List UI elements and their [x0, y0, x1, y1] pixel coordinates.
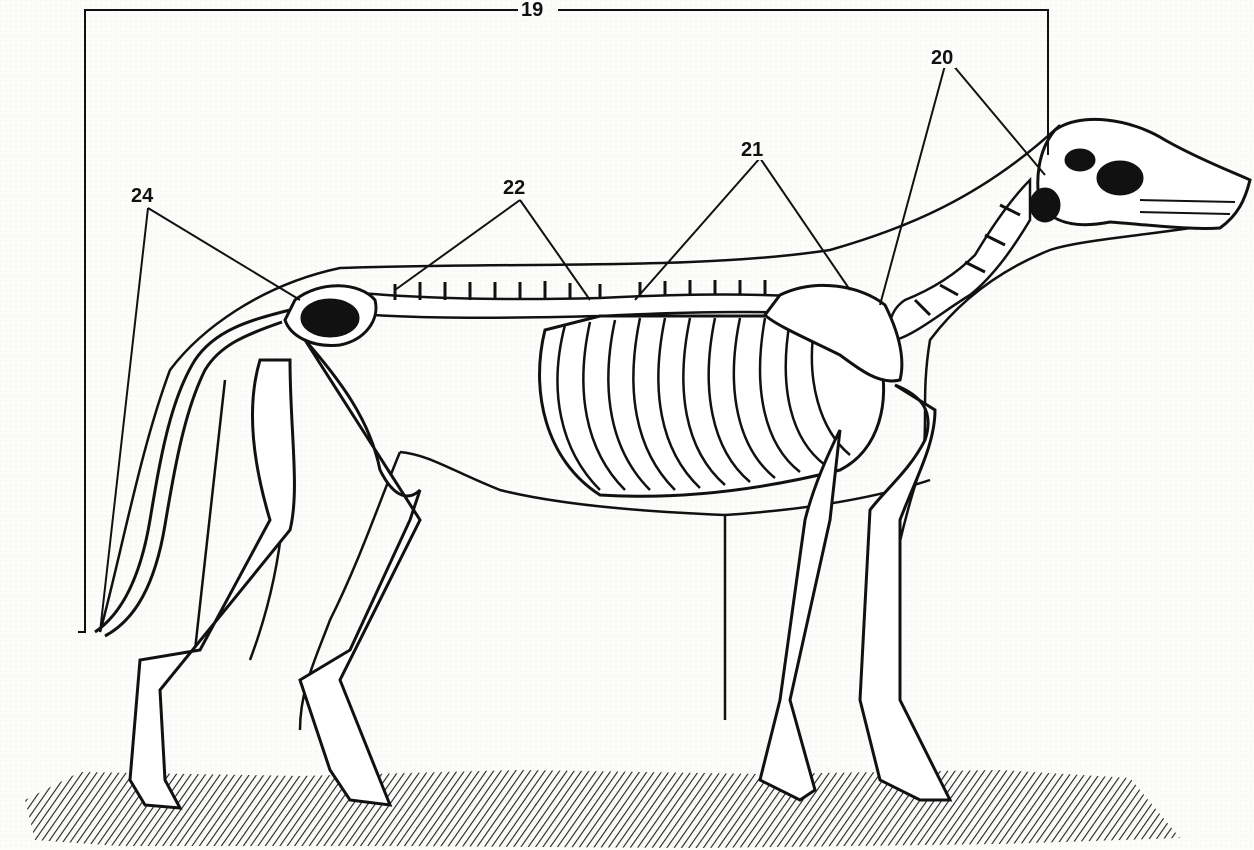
ground-shadow [25, 770, 1180, 848]
label-22: 22 [500, 178, 528, 198]
label-21: 21 [738, 140, 766, 160]
label-19: 19 [518, 0, 546, 20]
label-20: 20 [928, 48, 956, 68]
label-24: 24 [128, 186, 156, 206]
